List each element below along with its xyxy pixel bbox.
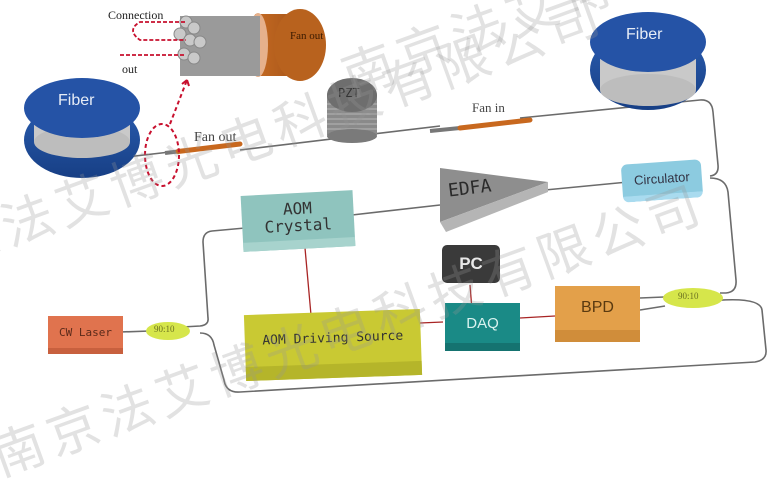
inset-connection-label: Connection [108,8,164,22]
fiber-fanin-to-right-spool [519,99,719,177]
fan-in-device [429,117,533,133]
fan-out-zoom-marker [144,79,190,187]
fiber-right-label: Fiber [626,26,663,43]
optical-fiber-lines [99,99,767,393]
coupler-left-shape [146,322,190,340]
fan-in-label: Fan in [472,100,505,115]
aom-crystal-box: AOM Crystal [240,190,356,252]
fiber-left-label: Fiber [58,92,95,109]
fiber-aom-to-left-loop [181,227,246,328]
cw-laser-box: CW Laser [48,316,123,354]
fiber-spool-left [24,78,140,178]
fiber-circulator-to-edfa [544,181,629,191]
elec-daq-to-bpd [519,315,556,319]
circulator-box: Circulator [620,159,704,203]
fiber-edfa-to-aom [351,204,441,216]
fiber-spool-right [590,12,706,110]
bpd-label: BPD [581,299,614,316]
aom-crystal-label-line2: Crystal [264,213,333,237]
aom-driving-source-label: AOM Driving Source [262,328,404,348]
inset-fan-out-label: Fan out [290,30,324,42]
pc-label: PC [459,254,483,273]
fiber-coupler-right-to-bpd [639,296,665,299]
diagram-svg [24,9,767,393]
fiber-laser-to-coupler [119,330,151,333]
elec-driver-to-daq [419,321,444,324]
fan-out-label: Fan out [194,130,237,145]
edfa-amplifier [440,168,548,232]
elec-aom-crystal-to-driver [304,247,312,316]
circulator-label: Circulator [633,168,691,188]
multicore-fiber-inset [120,9,326,81]
fiber-coupler-right-loop [199,298,767,393]
fiber-circulator-to-coupler-right [709,177,737,294]
bpd-box: BPD [555,286,640,342]
pzt-stack [327,78,377,143]
coupler-right-shape [663,288,723,308]
pzt-label: PZT [338,86,360,100]
daq-box: DAQ [445,303,520,351]
daq-label: DAQ [466,314,499,332]
aom-driving-source-box: AOM Driving Source [243,308,423,382]
inset-out-label: out [122,62,138,76]
cw-laser-label: CW Laser [59,325,112,339]
fan-out-device [164,141,243,155]
coupler-right-label: 90:10 [678,291,699,301]
pc-box: PC [442,245,500,283]
coupler-left-label: 90:10 [154,324,175,334]
